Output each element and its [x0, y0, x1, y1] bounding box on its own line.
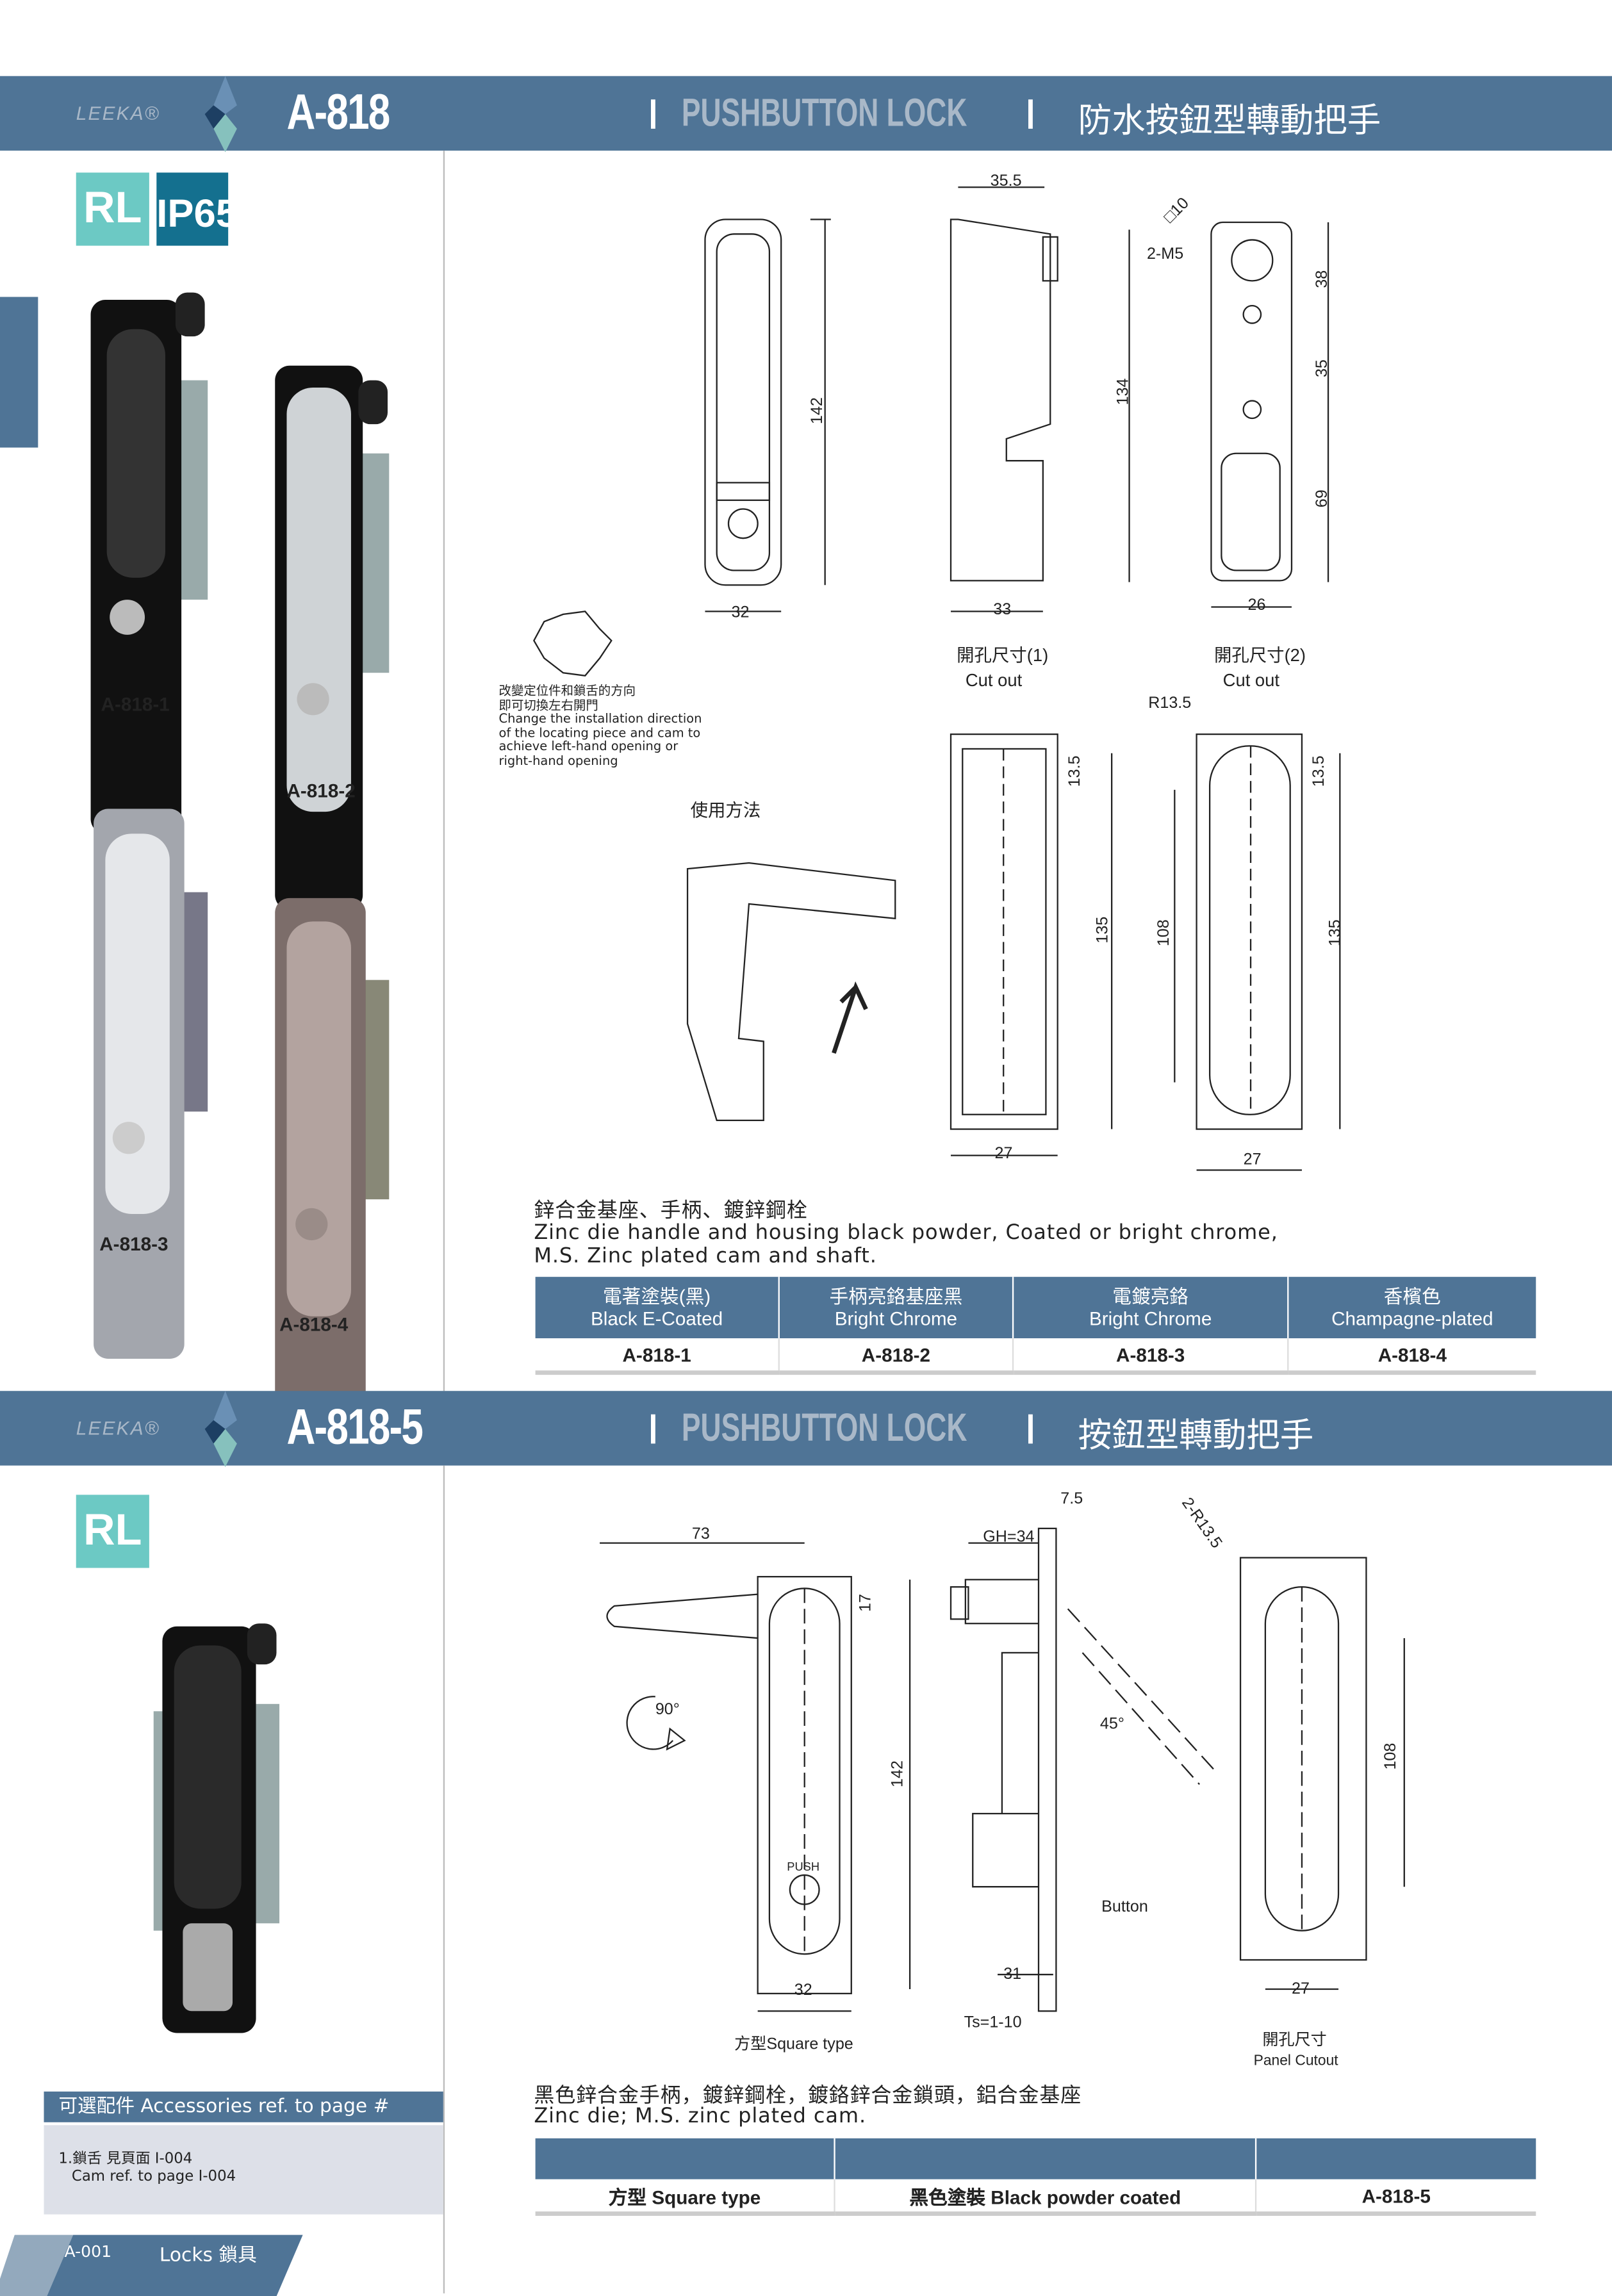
dim-label: 142	[809, 397, 827, 425]
model-title: A-818-5	[286, 1399, 423, 1456]
side-tab	[0, 297, 38, 448]
technical-drawing-1	[533, 186, 1341, 1171]
usage-label: 使用方法	[690, 800, 761, 821]
section2-header: LEEKA® A-818-5 PUSHBUTTON LOCK 按鈕型轉動把手	[0, 1391, 1612, 1467]
page-number: A-001	[64, 2242, 112, 2261]
product-photos	[90, 292, 390, 1414]
accessories-box: 1.鎖舌 見頁面 I-004 Cam ref. to page I-004	[44, 2125, 443, 2215]
product-image-3	[94, 808, 208, 1359]
dim-label: 73	[691, 1525, 710, 1543]
dim-label: 45°	[1099, 1716, 1124, 1734]
dim-label: 69	[1313, 489, 1331, 508]
product-label: A-818-2	[286, 779, 356, 802]
dim-label: 2-M5	[1146, 245, 1184, 263]
technical-drawing-2	[600, 1527, 1405, 2012]
square-type-label: 方型Square type	[734, 2036, 853, 2054]
dim-label: 13.5	[1310, 755, 1329, 787]
dim-label: 32	[794, 1981, 812, 1999]
accessories-title: 可選配件 Accessories ref. to page #	[44, 2091, 443, 2122]
cutout-label: 開孔尺寸	[1262, 2031, 1327, 2049]
dim-label: 135	[1326, 919, 1345, 947]
dim-label: 142	[889, 1760, 907, 1787]
type-zh: 防水按鈕型轉動把手	[1078, 102, 1381, 141]
product-label: A-818-1	[101, 693, 170, 716]
material-zh: 黑色鋅合金手柄，鍍鋅鋼栓，鍍鉻鋅合金鎖頭，鋁合金基座	[534, 2084, 1082, 2108]
material-zh: 鋅合金基座、手柄、鍍鋅鋼栓	[534, 1199, 808, 1223]
product-label: A-818-3	[99, 1233, 169, 1255]
material-en: M.S. Zinc plated cam and shaft.	[534, 1244, 877, 1268]
dim-label: R13.5	[1148, 694, 1192, 712]
dim-label: 13.5	[1066, 755, 1084, 787]
button-label: Button	[1101, 1898, 1148, 1916]
push-label: PUSH	[787, 1860, 820, 1874]
dim-label: 31	[1003, 1965, 1022, 1983]
model-title: A-818	[286, 85, 390, 141]
product-image-2	[275, 365, 390, 910]
rl-badge: RL	[76, 172, 149, 246]
dim-label: 35	[1313, 359, 1331, 378]
product-image-1	[90, 292, 208, 834]
dim-label: 7.5	[1060, 1490, 1083, 1508]
dim-label: 32	[731, 603, 750, 622]
brand-logo: LEEKA®	[76, 102, 160, 125]
cutout-label: 開孔尺寸(2)	[1213, 644, 1306, 666]
dim-label: 134	[1114, 378, 1133, 406]
dim-label: 27	[994, 1145, 1013, 1163]
brand-logo: LEEKA®	[76, 1417, 160, 1439]
dim-label: 27	[1291, 1980, 1310, 1998]
type-zh: 按鈕型轉動把手	[1078, 1417, 1314, 1456]
dim-label: Ts=1-10	[964, 2013, 1022, 2032]
dim-label: 108	[1155, 919, 1174, 947]
dim-label: GH=34	[983, 1528, 1035, 1546]
dim-label: 38	[1313, 270, 1331, 288]
type-en: PUSHBUTTON LOCK	[681, 90, 967, 135]
product-label: A-818-4	[279, 1313, 349, 1336]
material-en: Zinc die handle and housing black powder…	[534, 1221, 1278, 1245]
section-name: Locks 鎖具	[159, 2245, 257, 2267]
diamond-logo-icon	[204, 1391, 237, 1467]
product-image-5	[153, 1623, 280, 2033]
material-en: Zinc die; M.S. zinc plated cam.	[534, 2104, 867, 2128]
cutout-label: Cut out	[1222, 669, 1280, 691]
dim-label: 26	[1247, 596, 1266, 614]
rl-badge: RL	[76, 1495, 149, 1568]
dim-label: 27	[1243, 1151, 1262, 1169]
product-image-4	[275, 898, 390, 1414]
dim-label: 35.5	[990, 172, 1022, 190]
cutout-label: Panel Cutout	[1253, 2053, 1338, 2070]
cutout-label: 開孔尺寸(1)	[957, 644, 1049, 666]
ip65-badge: IP65	[156, 172, 238, 246]
dim-label: 135	[1094, 916, 1112, 944]
section1-header: LEEKA® A-818 PUSHBUTTON LOCK 防水按鈕型轉動把手	[0, 76, 1612, 152]
dim-label: 33	[993, 601, 1012, 619]
footer-tab	[0, 2234, 303, 2296]
dim-label: 90°	[655, 1701, 680, 1719]
type-en: PUSHBUTTON LOCK	[681, 1406, 967, 1450]
cutout-label: Cut out	[965, 669, 1023, 691]
diamond-logo-icon	[204, 76, 237, 152]
dim-label: 17	[857, 1594, 875, 1612]
dim-label: 108	[1382, 1742, 1400, 1770]
